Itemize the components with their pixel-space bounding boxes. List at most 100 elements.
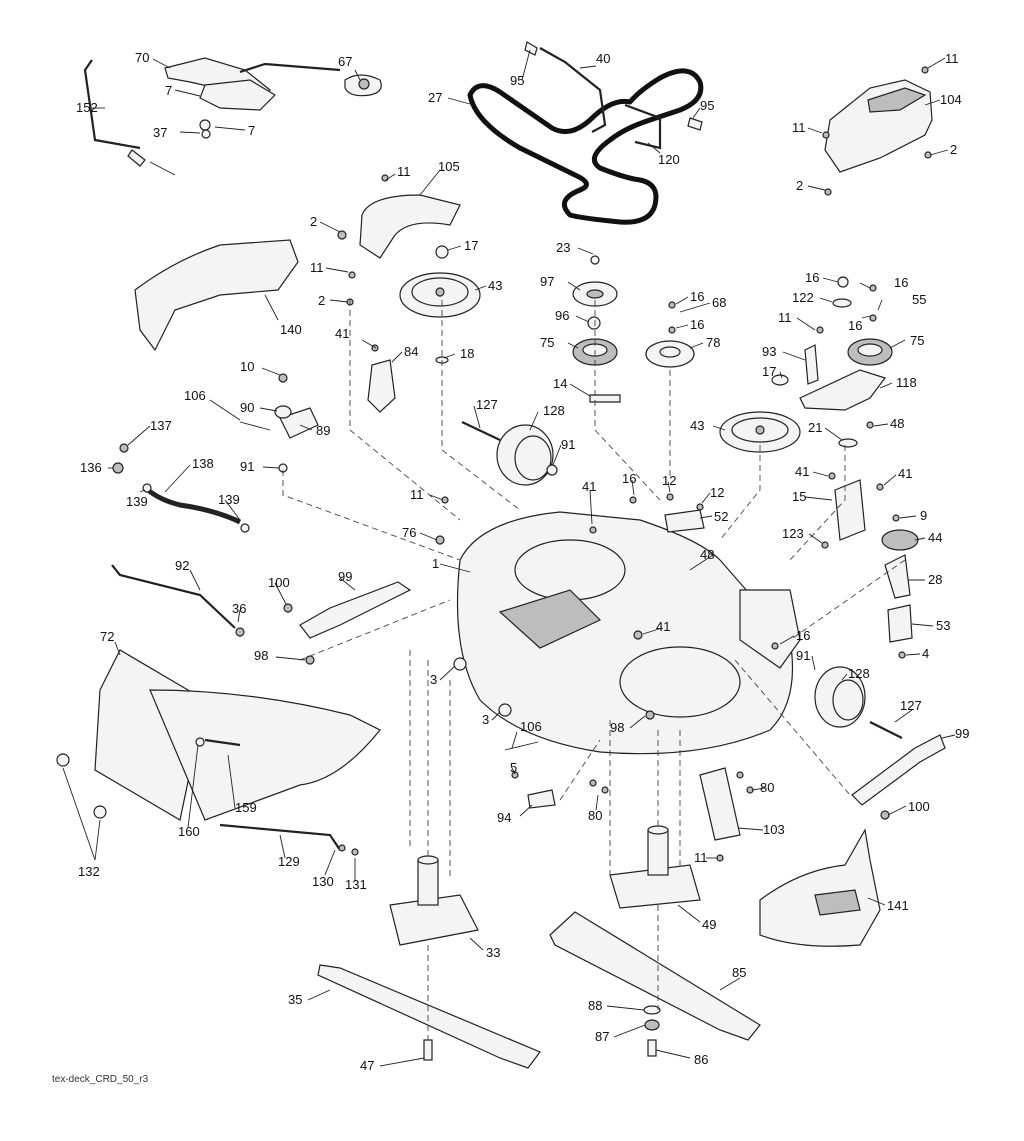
callout-41: 41: [795, 464, 809, 479]
callout-80: 80: [760, 780, 774, 795]
callout-72: 72: [100, 629, 114, 644]
callout-49: 49: [702, 917, 716, 932]
callout-152: 152: [76, 100, 98, 115]
callout-44: 44: [928, 530, 942, 545]
diagram-reference-code: tex-deck_CRD_50_r3: [52, 1074, 149, 1085]
callout-12: 12: [710, 485, 724, 500]
lift-arm-99-left: [299, 581, 412, 639]
callout-2: 2: [796, 178, 803, 193]
callout-36: 36: [232, 601, 246, 616]
callout-132: 132: [78, 864, 100, 879]
callout-84: 84: [404, 344, 418, 359]
callout-130: 130: [312, 874, 334, 889]
callout-87: 87: [595, 1029, 609, 1044]
callout-53: 53: [936, 618, 950, 633]
callout-75: 75: [540, 335, 554, 350]
callout-91: 91: [561, 437, 575, 452]
callout-106: 106: [520, 719, 542, 734]
belt-shield-105: [359, 194, 461, 259]
callout-16: 16: [690, 289, 704, 304]
callout-15: 15: [792, 489, 806, 504]
callout-52: 52: [714, 509, 728, 524]
callout-99: 99: [955, 726, 969, 741]
callout-118: 118: [896, 375, 917, 390]
callout-35: 35: [288, 992, 302, 1007]
callout-2: 2: [318, 293, 325, 308]
assembly-guide-lines: [282, 300, 906, 1040]
callout-98: 98: [610, 720, 624, 735]
callout-11: 11: [694, 850, 708, 865]
callout-leader-lines: [62, 49, 956, 1067]
callout-10: 10: [240, 359, 254, 374]
callout-78: 78: [706, 335, 720, 350]
callout-103: 103: [763, 822, 785, 837]
bracket-53: [887, 604, 913, 643]
bracket-15: [834, 479, 866, 541]
callout-23: 23: [556, 240, 570, 255]
callout-128: 128: [848, 666, 870, 681]
rod-129: [219, 823, 341, 851]
callout-11: 11: [410, 487, 424, 502]
callout-93: 93: [762, 344, 776, 359]
idler-arm-118: [799, 344, 886, 411]
callout-3: 3: [430, 672, 437, 687]
callout-97: 97: [540, 274, 554, 289]
callout-105: 105: [438, 159, 460, 174]
spindle-49: [609, 825, 701, 909]
callout-2: 2: [310, 214, 317, 229]
blade-85: [549, 911, 761, 1041]
callout-140: 140: [280, 322, 302, 337]
callout-106: 106: [184, 388, 206, 403]
callout-5: 5: [510, 760, 517, 775]
callout-16: 16: [805, 270, 819, 285]
callout-3: 3: [482, 712, 489, 727]
callout-136: 136: [80, 460, 102, 475]
callout-17: 17: [464, 238, 478, 253]
callout-17: 17: [762, 364, 776, 379]
callout-41: 41: [582, 479, 596, 494]
callout-122: 122: [792, 290, 814, 305]
callout-41: 41: [335, 326, 349, 341]
callout-11: 11: [792, 120, 806, 135]
bracket-84: [367, 359, 396, 413]
pulley-43-lower: [719, 411, 801, 453]
callout-128: 128: [543, 403, 565, 418]
callout-16: 16: [622, 471, 636, 486]
side-shield-140: [134, 239, 299, 352]
callout-55: 55: [912, 292, 926, 307]
callout-138: 138: [192, 456, 214, 471]
idler-pulley-78: [645, 340, 695, 368]
callout-28: 28: [928, 572, 942, 587]
callout-139: 139: [126, 494, 148, 509]
callout-88: 88: [588, 998, 602, 1013]
idler-pulley-75-right: [847, 338, 893, 366]
callout-21: 21: [808, 420, 822, 435]
drive-belt: [467, 68, 704, 225]
lift-lever-assembly: [83, 57, 341, 176]
wash-hose-138: [146, 488, 242, 525]
callout-67: 67: [338, 54, 352, 69]
callout-48: 48: [890, 416, 904, 431]
callout-7: 7: [165, 83, 172, 98]
callout-127: 127: [476, 397, 498, 412]
callout-160: 160: [178, 824, 200, 839]
callout-91: 91: [796, 648, 810, 663]
callout-12: 12: [662, 473, 676, 488]
rear-shield-141: [759, 828, 881, 947]
callout-43: 43: [488, 278, 502, 293]
callout-11: 11: [310, 260, 324, 275]
callout-68: 68: [712, 295, 726, 310]
callout-16: 16: [848, 318, 862, 333]
callout-2: 2: [950, 142, 957, 157]
callout-43: 43: [690, 418, 704, 433]
callout-123: 123: [782, 526, 804, 541]
gauge-wheel-128-right: [814, 666, 903, 739]
callout-127: 127: [900, 698, 922, 713]
callout-95: 95: [700, 98, 714, 113]
callout-141: 141: [887, 898, 909, 913]
belt-guide-rods: [524, 41, 703, 150]
callout-16: 16: [796, 628, 810, 643]
belt-cover: [824, 79, 933, 173]
callout-80: 80: [588, 808, 602, 823]
callout-16: 16: [690, 317, 704, 332]
